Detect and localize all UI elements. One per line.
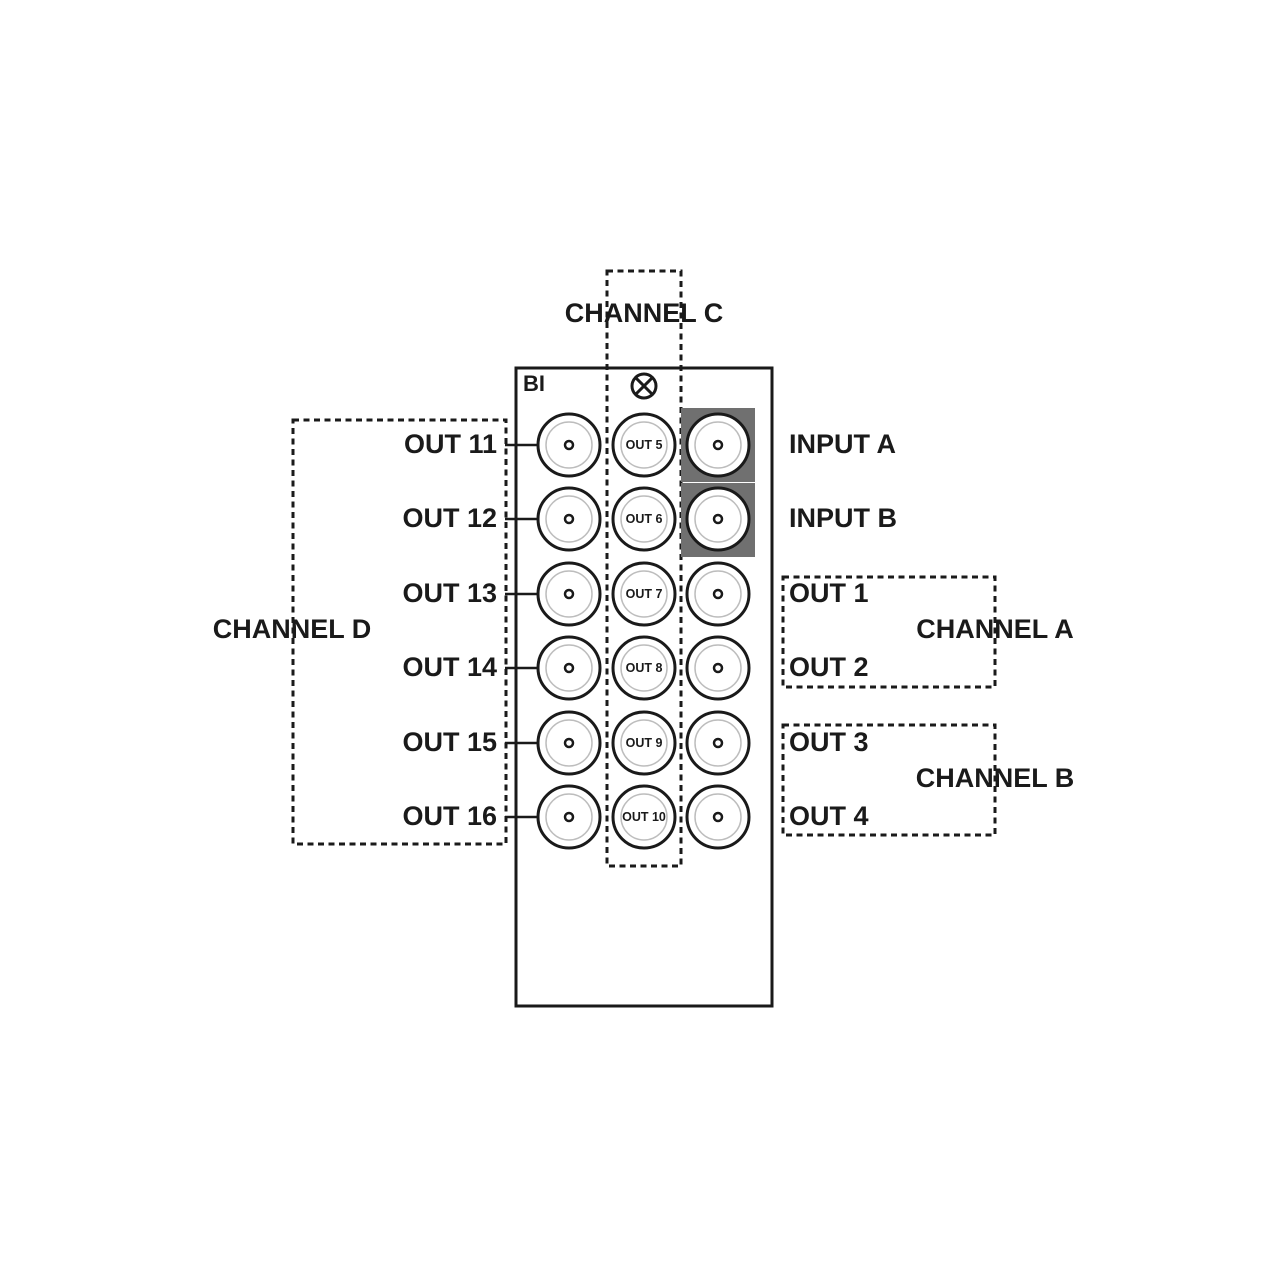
- bnc-connector-out-12: [536, 486, 602, 552]
- bnc-connector-out-10: [611, 784, 677, 850]
- bnc-connector-input-b: [685, 486, 751, 552]
- bnc-connector-out-9: [611, 710, 677, 776]
- bnc-connector-out-1: [685, 561, 751, 627]
- port-label-out-10: OUT 10: [622, 810, 666, 824]
- right-labels: INPUT A INPUT B OUT 1 OUT 2 OUT 3 OUT 4: [789, 429, 897, 831]
- port-label-out-9: OUT 9: [626, 736, 663, 750]
- right-connector-column: [685, 412, 751, 850]
- channel-b-label: CHANNEL B: [916, 763, 1075, 793]
- bnc-connector-out-13: [536, 561, 602, 627]
- bnc-connector-out-8: [611, 635, 677, 701]
- bnc-connector-out-16: [536, 784, 602, 850]
- port-label-out-14: OUT 14: [402, 652, 497, 682]
- bnc-connector-out-14: [536, 635, 602, 701]
- circle-x-screw-icon: [630, 372, 658, 400]
- bnc-connector-out-5: [611, 412, 677, 478]
- port-label-out-4: OUT 4: [789, 801, 869, 831]
- channel-d-label: CHANNEL D: [213, 614, 372, 644]
- port-label-out-15: OUT 15: [402, 727, 497, 757]
- channel-a-group: [781, 575, 997, 689]
- port-label-out-2: OUT 2: [789, 652, 869, 682]
- port-label-out-11: OUT 11: [404, 429, 497, 459]
- bnc-connector-out-4: [685, 784, 751, 850]
- port-label-out-6: OUT 6: [626, 512, 663, 526]
- panel-outline: [514, 366, 774, 1008]
- port-label-out-5: OUT 5: [626, 438, 663, 452]
- bnc-connector-out-6: [611, 486, 677, 552]
- left-leader-lines: [505, 443, 538, 819]
- port-label-out-13: OUT 13: [402, 578, 497, 608]
- left-labels: OUT 11 OUT 12 OUT 13 OUT 14 OUT 15 OUT 1…: [402, 429, 497, 831]
- channel-d-group: [291, 418, 508, 846]
- left-connector-column: [536, 412, 602, 850]
- channel-c-label: CHANNEL C: [565, 298, 724, 328]
- bnc-connector-out-2: [685, 635, 751, 701]
- middle-labels: OUT 5 OUT 6 OUT 7 OUT 8 OUT 9 OUT 10: [622, 438, 666, 824]
- port-label-out-16: OUT 16: [402, 801, 497, 831]
- bnc-connector-out-3: [685, 710, 751, 776]
- port-label-input-b: INPUT B: [789, 503, 897, 533]
- port-label-out-12: OUT 12: [402, 503, 497, 533]
- port-label-out-8: OUT 8: [626, 661, 663, 675]
- panel-brand: BI: [523, 371, 545, 396]
- channel-c-group: [605, 269, 683, 868]
- port-label-out-3: OUT 3: [789, 727, 869, 757]
- bnc-connector-out-11: [536, 412, 602, 478]
- port-label-out-1: OUT 1: [789, 578, 869, 608]
- port-label-out-7: OUT 7: [626, 587, 663, 601]
- bnc-connector-out-15: [536, 710, 602, 776]
- bnc-connector-out-7: [611, 561, 677, 627]
- bnc-connector-input-a: [685, 412, 751, 478]
- middle-connector-column: [611, 412, 677, 850]
- channel-a-label: CHANNEL A: [916, 614, 1074, 644]
- channel-b-group: [781, 723, 997, 837]
- port-label-input-a: INPUT A: [789, 429, 896, 459]
